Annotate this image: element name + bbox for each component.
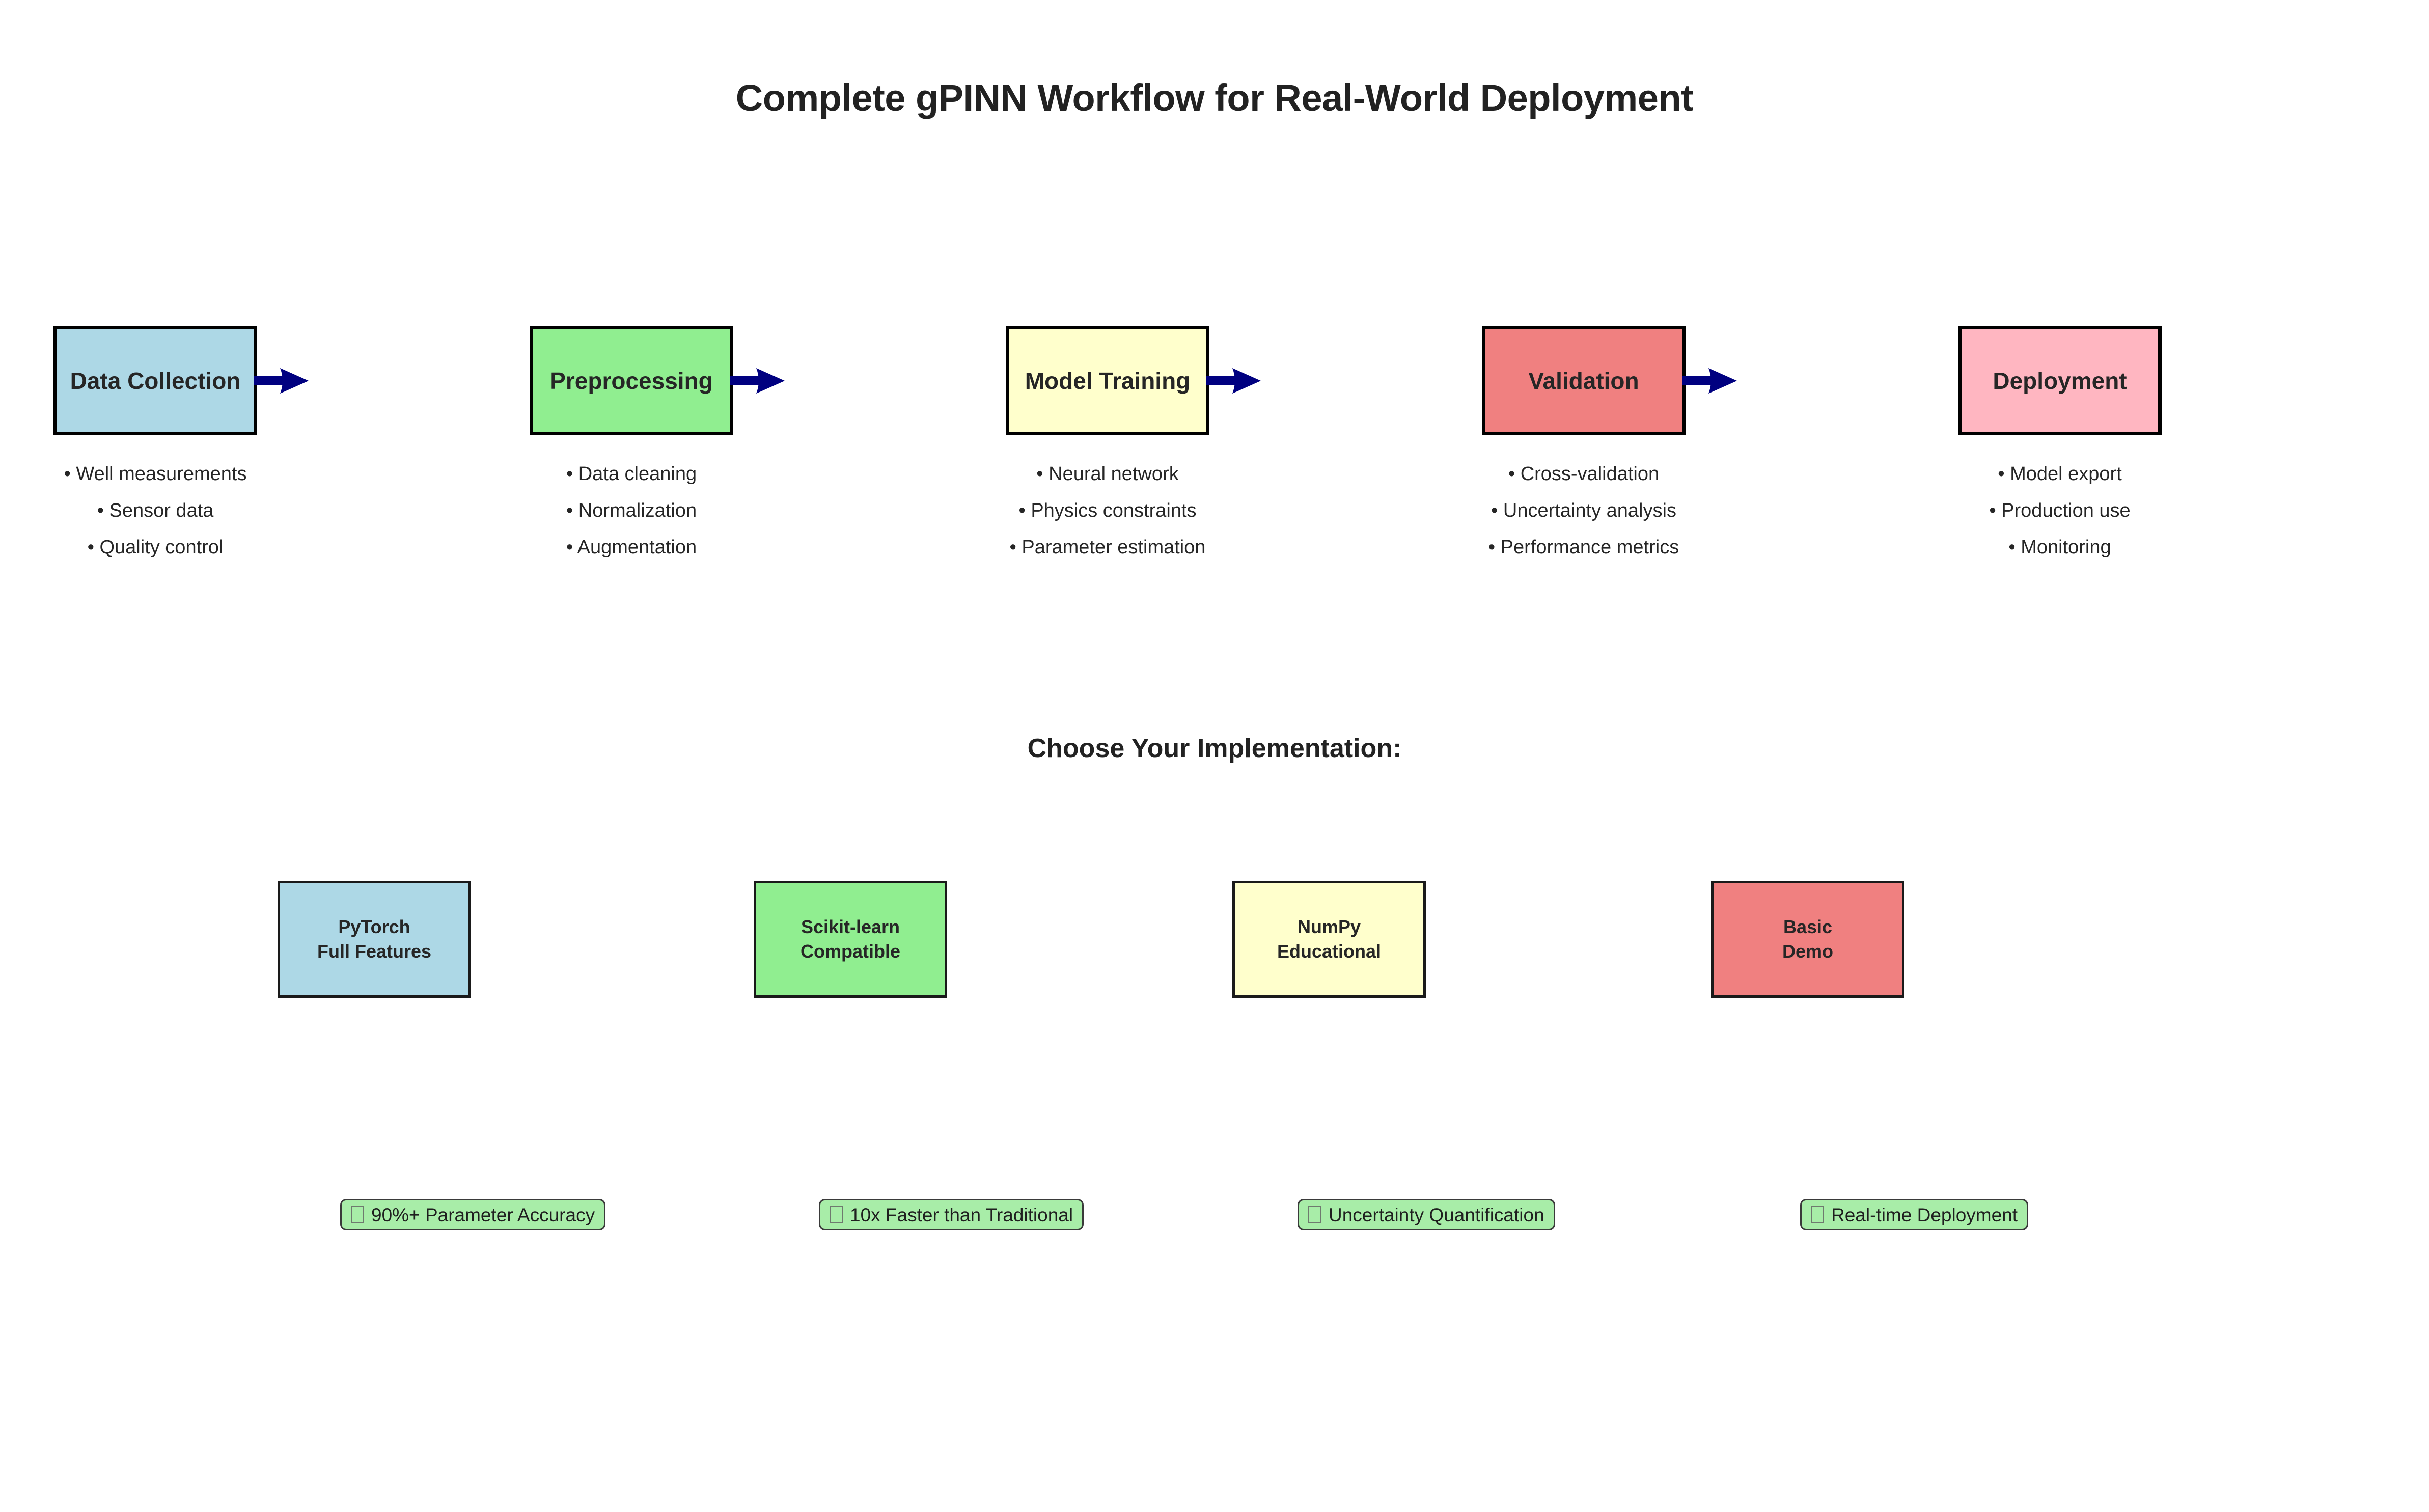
benefit-badge-uncertainty[interactable]: Uncertainty Quantification <box>1298 1199 1555 1230</box>
flow-arrow-icon <box>1206 368 1261 394</box>
implementation-option-line1: Basic <box>1783 916 1833 937</box>
flow-arrow-icon <box>1682 368 1737 394</box>
benefit-badge-parameter-accuracy[interactable]: 90%+ Parameter Accuracy <box>340 1199 606 1230</box>
implementation-option-scikit-learn[interactable]: Scikit-learn Compatible <box>754 881 947 998</box>
implementation-option-row: PyTorch Full Features Scikit-learn Compa… <box>0 881 2429 1003</box>
stage-bullet: • Neural network <box>1036 463 1179 485</box>
workflow-stage-data-collection: Data Collection • Well measurements • Se… <box>3 326 309 566</box>
stage-bullet: • Cross-validation <box>1508 463 1660 485</box>
workflow-stage-validation: Validation • Cross-validation • Uncertai… <box>1431 326 1737 566</box>
benefit-badge-label: Uncertainty Quantification <box>1329 1204 1544 1225</box>
implementation-option-line1: PyTorch <box>338 916 410 937</box>
stage-label: Validation <box>1528 367 1639 394</box>
workflow-stage-model-training: Model Training • Neural network • Physic… <box>955 326 1261 566</box>
stage-bullet: • Production use <box>1989 500 2131 521</box>
stage-box-data-collection[interactable]: Data Collection <box>53 326 309 435</box>
implementation-option-line2: Demo <box>1782 941 1834 962</box>
workflow-stage-preprocessing: Preprocessing • Data cleaning • Normaliz… <box>479 326 785 566</box>
stage-bullet: • Sensor data <box>97 500 214 521</box>
stage-bullet: • Data cleaning <box>566 463 697 485</box>
implementation-option-pytorch[interactable]: PyTorch Full Features <box>278 881 471 998</box>
implementation-option-line1: Scikit-learn <box>801 916 900 937</box>
stage-box-model-training[interactable]: Model Training <box>1006 326 1261 435</box>
implementation-option-basic-demo[interactable]: Basic Demo <box>1711 881 1904 998</box>
stage-label: Deployment <box>1993 367 2127 394</box>
stage-bullet: • Monitoring <box>2008 537 2111 558</box>
workflow-stage-row: Data Collection • Well measurements • Se… <box>0 326 2429 591</box>
stage-label: Model Training <box>1025 367 1191 394</box>
workflow-stage-deployment: Deployment • Model export • Production u… <box>1907 326 2213 566</box>
flow-arrow-icon <box>254 368 309 394</box>
stage-bullet-list: • Neural network • Physics constraints •… <box>955 456 1260 566</box>
benefit-badge-label: 90%+ Parameter Accuracy <box>371 1204 595 1225</box>
check-mark-icon <box>1308 1206 1321 1223</box>
stage-bullet: • Physics constraints <box>1018 500 1197 521</box>
check-mark-icon <box>830 1206 843 1223</box>
benefit-badge-label: Real-time Deployment <box>1831 1204 2018 1225</box>
check-mark-icon <box>1811 1206 1824 1223</box>
benefit-badge-speed[interactable]: 10x Faster than Traditional <box>819 1199 1084 1230</box>
benefit-badge-row: 90%+ Parameter Accuracy 10x Faster than … <box>0 1199 2429 1235</box>
stage-label: Preprocessing <box>550 367 713 394</box>
stage-box-preprocessing[interactable]: Preprocessing <box>530 326 785 435</box>
stage-bullet: • Well measurements <box>64 463 247 485</box>
check-mark-icon <box>351 1206 364 1223</box>
stage-bullet-list: • Well measurements • Sensor data • Qual… <box>3 456 308 566</box>
stage-box-validation[interactable]: Validation <box>1482 326 1737 435</box>
stage-bullet: • Normalization <box>566 500 697 521</box>
implementation-option-line2: Full Features <box>317 941 432 962</box>
stage-box-deployment[interactable]: Deployment <box>1958 326 2162 435</box>
stage-bullet: • Parameter estimation <box>1009 537 1206 558</box>
implementation-option-numpy[interactable]: NumPy Educational <box>1232 881 1426 998</box>
stage-bullet: • Performance metrics <box>1488 537 1679 558</box>
stage-bullet-list: • Data cleaning • Normalization • Augmen… <box>479 456 784 566</box>
page-title: Complete gPINN Workflow for Real-World D… <box>735 77 1694 119</box>
stage-label: Data Collection <box>70 367 241 394</box>
stage-bullet-list: • Cross-validation • Uncertainty analysi… <box>1431 456 1736 566</box>
implementation-option-line1: NumPy <box>1297 916 1361 937</box>
stage-bullet: • Uncertainty analysis <box>1491 500 1676 521</box>
benefit-badge-realtime[interactable]: Real-time Deployment <box>1800 1199 2029 1230</box>
stage-bullet: • Augmentation <box>566 537 697 558</box>
stage-bullet: • Quality control <box>87 537 224 558</box>
flow-arrow-icon <box>730 368 785 394</box>
benefit-badge-label: 10x Faster than Traditional <box>850 1204 1073 1225</box>
stage-bullet-list: • Model export • Production use • Monito… <box>1907 456 2213 566</box>
stage-bullet: • Model export <box>1998 463 2122 485</box>
implementation-option-line2: Educational <box>1277 941 1382 962</box>
implementation-option-line2: Compatible <box>800 941 900 962</box>
implementation-section-heading: Choose Your Implementation: <box>1027 734 1402 763</box>
